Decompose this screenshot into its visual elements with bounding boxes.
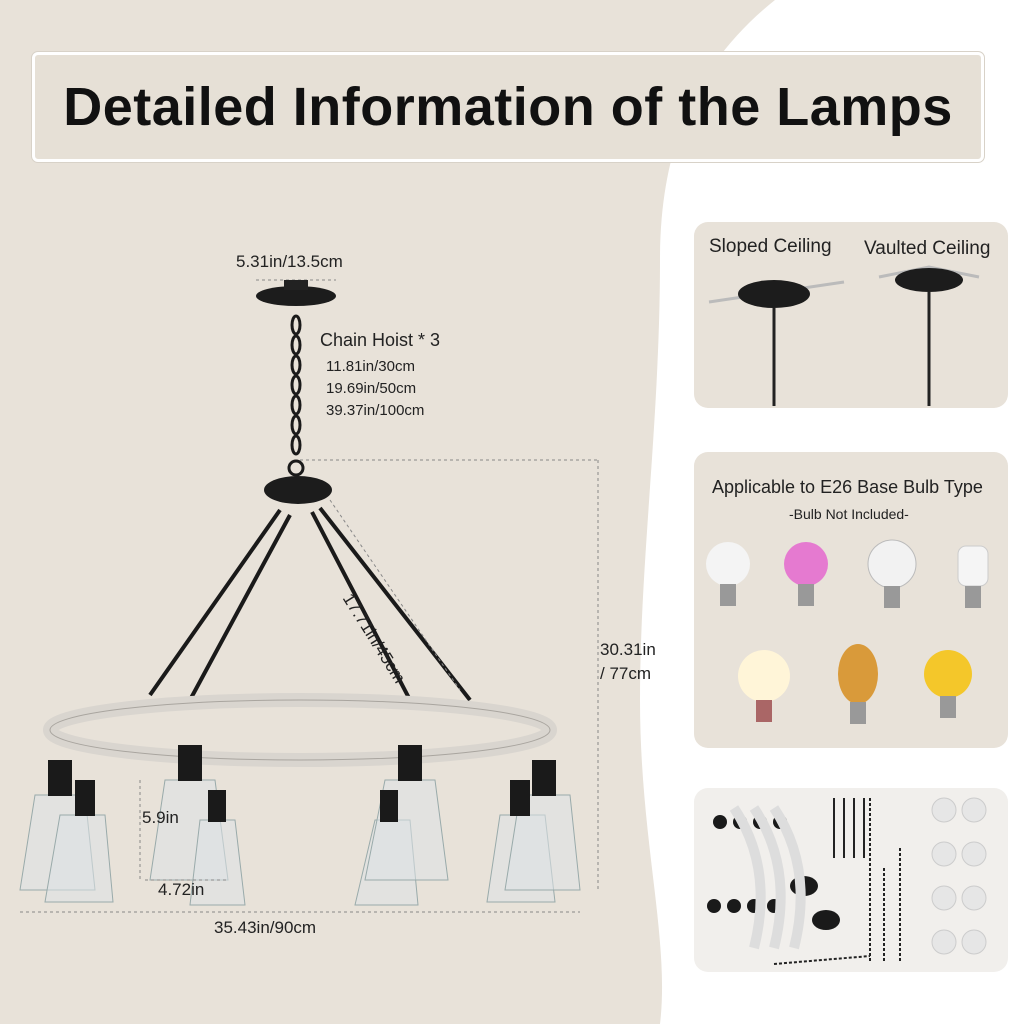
ceiling-compatibility-panel: Sloped Ceiling Vaulted Ceiling xyxy=(694,222,1008,408)
vaulted-ceiling-label: Vaulted Ceiling xyxy=(864,238,991,259)
page-title: Detailed Information of the Lamps xyxy=(63,77,953,137)
globe-bulb-icon xyxy=(738,650,790,722)
chain-hoist-title: Chain Hoist * 3 xyxy=(320,330,441,350)
shade-width-dimension: 4.72in xyxy=(158,880,205,899)
edison-bulb-icon xyxy=(838,644,878,724)
included-hardware-illustration xyxy=(707,797,987,965)
accessories-panel xyxy=(694,788,1008,972)
bulb-type-panel: Applicable to E26 Base Bulb Type -Bulb N… xyxy=(694,452,1008,748)
chain-option: 11.81in/30cm xyxy=(326,358,415,375)
title-banner: Detailed Information of the Lamps xyxy=(32,52,984,162)
bulb-types-illustration xyxy=(706,539,989,724)
led-bulb-icon xyxy=(706,542,750,606)
chain-option: 39.37in/100cm xyxy=(326,402,425,419)
total-width-dimension: 35.43in/90cm xyxy=(214,918,317,937)
bulb-type-title: Applicable to E26 Base Bulb Type xyxy=(712,477,983,497)
yellow-bulb-icon xyxy=(924,650,972,718)
rgb-bulb-icon xyxy=(784,542,828,606)
incandescent-bulb-icon xyxy=(867,539,917,608)
height-dimension-in: 30.31in xyxy=(600,640,656,659)
canopy-dimension: 5.31in/13.5cm xyxy=(236,252,343,271)
sloped-ceiling-label: Sloped Ceiling xyxy=(709,236,832,257)
chain-option: 19.69in/50cm xyxy=(326,380,417,397)
shade-height-dimension: 5.9in xyxy=(142,808,179,827)
chandelier-illustration xyxy=(19,279,600,913)
ceiling-mount-icons xyxy=(708,265,980,406)
bulb-not-included-note: -Bulb Not Included- xyxy=(789,506,909,522)
cfl-bulb-icon xyxy=(957,545,989,608)
height-dimension-cm: / 77cm xyxy=(600,664,652,683)
